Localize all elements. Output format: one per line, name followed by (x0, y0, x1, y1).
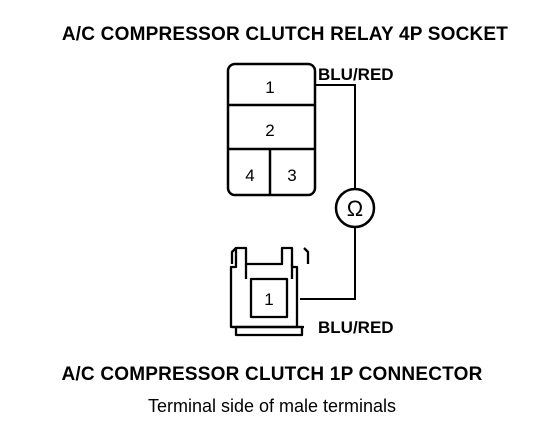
relay-terminal-4: 4 (245, 166, 254, 185)
relay-wire-label: BLU/RED (318, 65, 394, 84)
relay-socket-outline (226, 62, 317, 197)
relay-socket-title: A/C COMPRESSOR CLUTCH RELAY 4P SOCKET (61, 24, 509, 45)
connector-latch-right (303, 247, 310, 264)
connector-flange (234, 325, 304, 337)
relay-terminal-2: 2 (265, 121, 274, 140)
connector-wire-label: BLU/RED (318, 318, 394, 337)
relay-terminal-1: 1 (265, 78, 274, 97)
connector-terminal-1: 1 (264, 290, 273, 309)
test-wires (300, 84, 356, 300)
wire-upper (315, 84, 356, 189)
relay-socket (226, 62, 317, 197)
connector-terminal-box (249, 277, 289, 319)
relay-terminal-3: 3 (287, 166, 296, 185)
connector-latch-left (230, 247, 237, 264)
ohm-symbol: Ω (347, 196, 363, 221)
connector-1p (229, 246, 310, 337)
connector-title: A/C COMPRESSOR CLUTCH 1P CONNECTOR (61, 364, 483, 385)
wire-lower (300, 227, 356, 300)
ohmmeter-icon (334, 187, 376, 229)
terminal-side-caption: Terminal side of male terminals (147, 396, 397, 416)
